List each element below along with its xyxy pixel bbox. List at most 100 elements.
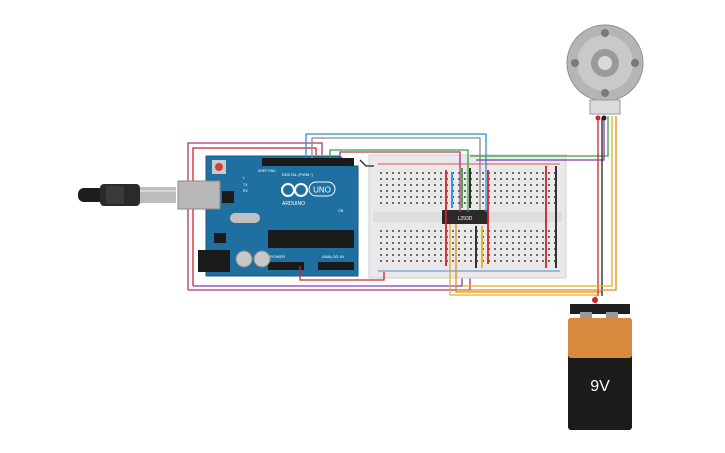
- breadboard-hole: [422, 254, 424, 256]
- breadboard-hole: [386, 230, 388, 232]
- breadboard-hole: [398, 184, 400, 186]
- breadboard-hole: [506, 230, 508, 232]
- breadboard-hole: [512, 254, 514, 256]
- breadboard-hole: [488, 254, 490, 256]
- breadboard-hole: [464, 202, 466, 204]
- breadboard-hole: [392, 242, 394, 244]
- breadboard-hole: [398, 202, 400, 204]
- breadboard-hole: [434, 248, 436, 250]
- breadboard-hole: [404, 196, 406, 198]
- breadboard-hole: [518, 184, 520, 186]
- breadboard-hole: [542, 254, 544, 256]
- breadboard-hole: [488, 236, 490, 238]
- breadboard-hole: [506, 260, 508, 262]
- breadboard-hole: [482, 190, 484, 192]
- breadboard-hole: [416, 248, 418, 250]
- breadboard-hole: [386, 248, 388, 250]
- breadboard-hole: [548, 254, 550, 256]
- breadboard-hole: [446, 236, 448, 238]
- breadboard-hole: [380, 230, 382, 232]
- breadboard-hole: [398, 172, 400, 174]
- breadboard-hole: [542, 260, 544, 262]
- breadboard-hole: [488, 196, 490, 198]
- breadboard-hole: [554, 184, 556, 186]
- breadboard-hole: [416, 242, 418, 244]
- breadboard-hole: [530, 248, 532, 250]
- breadboard-hole: [440, 196, 442, 198]
- breadboard-hole: [482, 248, 484, 250]
- breadboard-hole: [410, 260, 412, 262]
- breadboard-hole: [458, 190, 460, 192]
- breadboard-hole: [506, 202, 508, 204]
- breadboard-hole: [428, 202, 430, 204]
- breadboard-hole: [494, 254, 496, 256]
- arduino-brand-label: ARDUINO: [282, 201, 305, 207]
- breadboard-hole: [404, 248, 406, 250]
- breadboard-hole: [458, 202, 460, 204]
- breadboard-hole: [428, 196, 430, 198]
- breadboard-hole: [524, 202, 526, 204]
- breadboard-hole: [476, 190, 478, 192]
- breadboard-hole: [506, 184, 508, 186]
- breadboard-hole: [392, 230, 394, 232]
- breadboard-hole: [536, 230, 538, 232]
- breadboard-hole: [416, 254, 418, 256]
- breadboard-hole: [500, 178, 502, 180]
- breadboard-hole: [482, 184, 484, 186]
- breadboard-hole: [446, 230, 448, 232]
- breadboard-hole: [512, 202, 514, 204]
- breadboard-hole: [494, 190, 496, 192]
- breadboard-hole: [416, 236, 418, 238]
- breadboard-hole: [422, 190, 424, 192]
- breadboard-hole: [488, 260, 490, 262]
- breadboard-hole: [446, 178, 448, 180]
- breadboard-hole: [482, 178, 484, 180]
- breadboard-hole: [530, 190, 532, 192]
- breadboard-hole: [524, 248, 526, 250]
- breadboard-hole: [452, 242, 454, 244]
- breadboard-hole: [524, 236, 526, 238]
- breadboard-hole: [440, 184, 442, 186]
- breadboard-hole: [392, 196, 394, 198]
- wires-motor: [456, 116, 617, 296]
- breadboard-hole: [434, 172, 436, 174]
- breadboard-hole: [524, 190, 526, 192]
- l293d-chip: L293D: [442, 210, 488, 224]
- breadboard-hole: [554, 190, 556, 192]
- digital-header-label: DIGITAL (PWM~): [282, 172, 314, 177]
- breadboard-hole: [380, 184, 382, 186]
- breadboard-hole: [482, 260, 484, 262]
- breadboard-hole: [470, 190, 472, 192]
- breadboard-hole: [434, 236, 436, 238]
- breadboard-hole: [470, 178, 472, 180]
- breadboard-hole: [404, 178, 406, 180]
- breadboard-hole: [410, 230, 412, 232]
- breadboard-hole: [452, 202, 454, 204]
- breadboard-hole: [428, 172, 430, 174]
- breadboard-hole: [428, 248, 430, 250]
- breadboard-hole: [500, 236, 502, 238]
- breadboard-hole: [398, 254, 400, 256]
- breadboard-hole: [452, 248, 454, 250]
- breadboard-hole: [548, 196, 550, 198]
- breadboard-hole: [416, 190, 418, 192]
- breadboard-hole: [386, 260, 388, 262]
- breadboard-hole: [476, 242, 478, 244]
- breadboard-hole: [536, 178, 538, 180]
- breadboard-hole: [500, 248, 502, 250]
- breadboard-hole: [554, 242, 556, 244]
- breadboard-hole: [386, 196, 388, 198]
- breadboard-hole: [524, 260, 526, 262]
- breadboard-hole: [392, 184, 394, 186]
- breadboard-hole: [440, 236, 442, 238]
- breadboard-hole: [470, 184, 472, 186]
- breadboard-hole: [458, 178, 460, 180]
- breadboard-hole: [482, 236, 484, 238]
- breadboard-hole: [446, 184, 448, 186]
- breadboard-hole: [494, 230, 496, 232]
- breadboard-hole: [506, 248, 508, 250]
- arduino-model-label: UNO: [313, 186, 331, 195]
- breadboard-hole: [398, 260, 400, 262]
- breadboard-hole: [452, 254, 454, 256]
